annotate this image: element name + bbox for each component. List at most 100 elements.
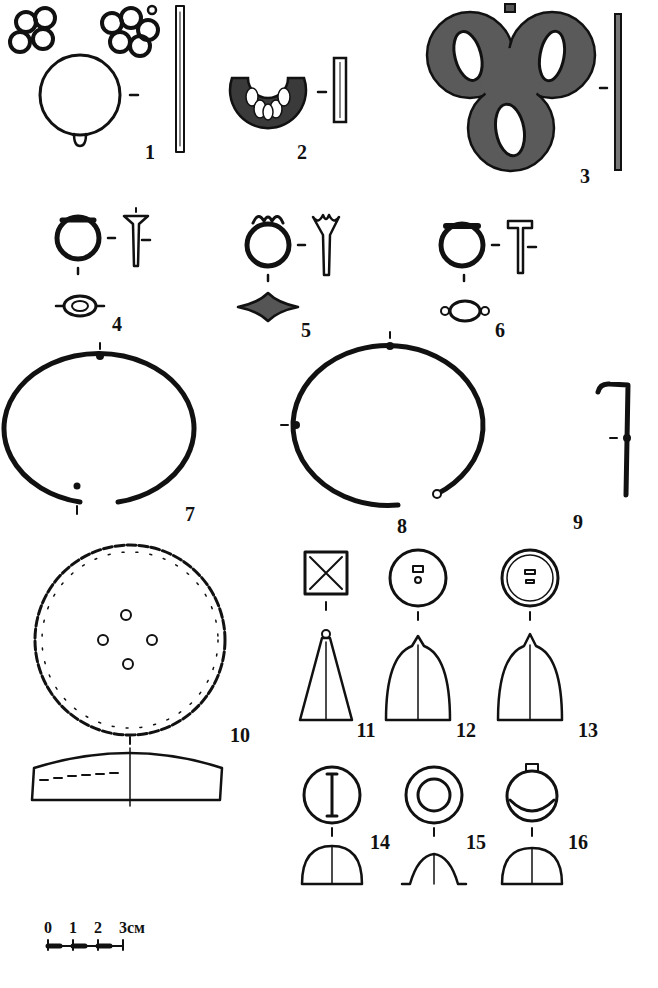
disk-hole bbox=[98, 635, 108, 645]
scale-label: 0 bbox=[44, 920, 52, 936]
dome-stud bbox=[386, 550, 450, 720]
bracelet-end bbox=[433, 490, 441, 498]
ring-bottom-view bbox=[450, 301, 480, 321]
section-mark bbox=[610, 437, 617, 439]
section-dot bbox=[96, 352, 104, 360]
crescent-pendant bbox=[230, 58, 346, 128]
crescent-cell bbox=[263, 104, 273, 120]
button-profile bbox=[433, 854, 435, 884]
small-ring bbox=[10, 32, 30, 52]
callout-number: 4 bbox=[112, 314, 122, 334]
disk-profile bbox=[32, 753, 222, 800]
stud-top bbox=[507, 555, 553, 601]
callout-number: 13 bbox=[578, 720, 598, 740]
callout-number: 9 bbox=[573, 512, 583, 532]
section-mark bbox=[417, 612, 419, 620]
crescent-cell bbox=[278, 88, 290, 106]
stud-top bbox=[526, 580, 534, 583]
button-top bbox=[507, 771, 557, 821]
callout-number: 5 bbox=[301, 320, 311, 340]
callout-number: 12 bbox=[456, 720, 476, 740]
ring-bottom-view bbox=[238, 293, 298, 321]
stud-top bbox=[413, 566, 423, 572]
scalloped-disk bbox=[32, 545, 225, 806]
section-mark bbox=[76, 506, 78, 514]
section-mark bbox=[142, 239, 150, 242]
callout-number: 14 bbox=[370, 832, 390, 852]
section-mark bbox=[267, 275, 270, 281]
crescent-body bbox=[230, 78, 306, 128]
section-mark bbox=[135, 208, 137, 212]
stud-profile bbox=[325, 642, 327, 720]
section-mark bbox=[433, 828, 435, 836]
section-mark bbox=[529, 612, 531, 620]
section-mark bbox=[318, 91, 326, 94]
callout-number: 2 bbox=[297, 142, 307, 162]
button-top bbox=[304, 767, 360, 823]
ring-bezel bbox=[253, 216, 283, 223]
disk-hole bbox=[123, 659, 133, 669]
callout-number: 1 bbox=[145, 142, 155, 162]
dome-button bbox=[302, 767, 362, 884]
section-mark bbox=[531, 828, 533, 836]
stud-profile bbox=[322, 630, 330, 638]
hook-loop bbox=[148, 6, 156, 14]
ring-bottom-view bbox=[64, 296, 96, 316]
stud-profile bbox=[417, 645, 419, 720]
oval-opening bbox=[536, 29, 568, 82]
side-profile bbox=[334, 58, 346, 122]
bottom-tab bbox=[74, 134, 86, 146]
ring-profile bbox=[313, 215, 339, 275]
disk-edge-dots bbox=[42, 552, 218, 728]
ring-button bbox=[402, 767, 466, 884]
button-profile bbox=[402, 854, 466, 884]
stud-top bbox=[390, 550, 446, 606]
section-mark bbox=[99, 343, 101, 349]
section-mark bbox=[463, 275, 466, 281]
callout-number: 3 bbox=[580, 166, 590, 186]
section-mark bbox=[528, 246, 536, 249]
loop-button bbox=[502, 764, 562, 884]
callout-number: 16 bbox=[568, 832, 588, 852]
small-ring bbox=[33, 29, 53, 49]
scale-tick bbox=[48, 940, 123, 950]
scale-segment bbox=[98, 944, 110, 949]
section-mark bbox=[130, 94, 138, 97]
section-mark bbox=[325, 602, 327, 610]
button-top bbox=[406, 767, 462, 823]
callout-number: 6 bbox=[495, 320, 505, 340]
section-mark bbox=[298, 244, 305, 247]
scale-segment bbox=[48, 944, 60, 949]
ring-bottom-view bbox=[72, 301, 88, 311]
ring-band bbox=[247, 224, 289, 266]
disk-hole bbox=[121, 610, 131, 620]
stud-top bbox=[310, 557, 342, 589]
openwork-plate bbox=[427, 4, 621, 171]
button-profile bbox=[502, 848, 562, 884]
section-mark bbox=[389, 332, 391, 338]
scale-label: 1 bbox=[69, 920, 77, 936]
section-mark bbox=[281, 424, 288, 426]
section-mark bbox=[77, 268, 80, 274]
section-dot bbox=[623, 434, 631, 442]
scale-label: 2 bbox=[94, 920, 102, 936]
stud-profile bbox=[529, 645, 531, 720]
oval-opening bbox=[492, 102, 529, 158]
section-mark bbox=[129, 737, 131, 744]
button-rim bbox=[510, 800, 554, 811]
button-profile bbox=[331, 846, 333, 884]
square-stud bbox=[300, 552, 352, 720]
scale-bar bbox=[48, 940, 123, 950]
small-ring bbox=[130, 36, 150, 56]
ring-bottom-view bbox=[441, 307, 449, 315]
disk-edge bbox=[35, 545, 225, 735]
finger-ring bbox=[238, 215, 339, 321]
side-profile bbox=[340, 62, 341, 118]
button-profile bbox=[302, 846, 362, 884]
top-tab bbox=[505, 4, 515, 12]
side-profile bbox=[615, 14, 621, 170]
bracelet-arc bbox=[4, 354, 194, 502]
ring-bottom-view bbox=[56, 305, 104, 308]
main-ring bbox=[40, 55, 120, 135]
callout-number: 7 bbox=[185, 504, 195, 524]
